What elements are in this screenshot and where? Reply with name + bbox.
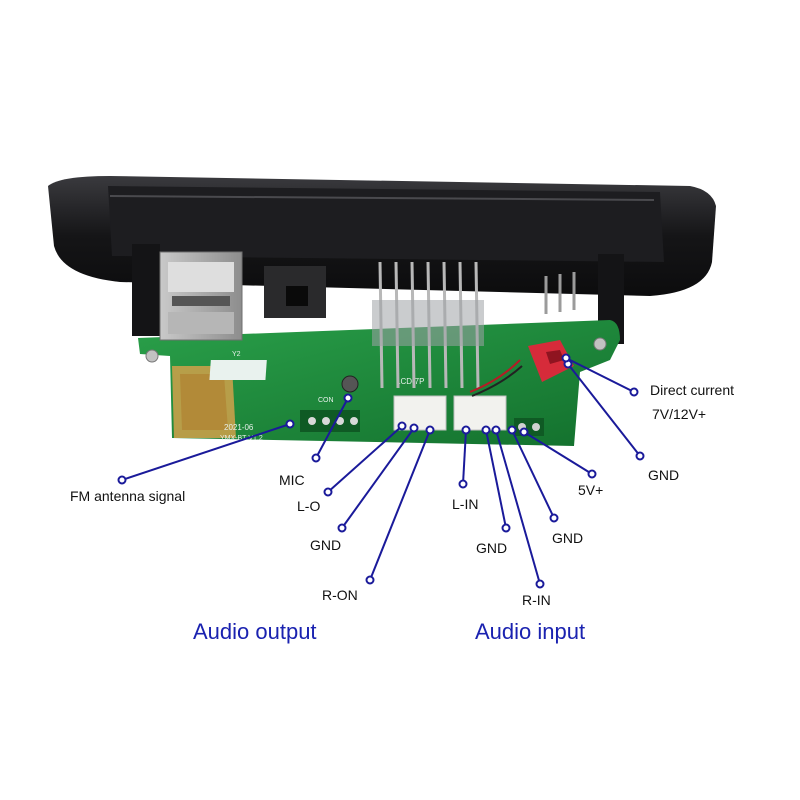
leader-dc [565,357,635,393]
leader-rin [495,429,541,585]
label-gnd-input: GND [476,540,508,556]
label-voltage: 7V/12V+ [652,406,707,422]
label-mic: MIC [279,472,305,488]
dc-power-plug [469,340,574,397]
leader-endpoints [117,353,645,589]
label-direct-current: Direct current [650,382,735,398]
leader-lin [462,429,467,485]
label-gnd-dc: GND [648,467,680,483]
label-l-o: L-O [297,498,321,514]
mic-capsule [341,375,359,393]
label-r-in: R-IN [522,592,551,608]
usb-port [159,251,243,341]
label-gnd-pin: GND [552,530,584,546]
leader-gnd-pin [511,429,555,519]
con-header [300,410,360,432]
audio-input-connector [453,395,507,431]
pcb-model-text: YMX-BT-V1.2 [220,435,263,442]
display-bracket [372,300,484,346]
pcb-date-text: 2021-06 [224,423,254,432]
leader-gnd-in [485,429,507,529]
heading-audio-output: Audio output [193,619,317,644]
leader-lo [327,425,403,493]
leader-ron [369,429,431,581]
leader-mic [315,397,349,459]
label-r-on: R-ON [322,587,358,603]
leader-5v [523,431,593,475]
tf-card-slot [264,266,326,318]
pcb-con-text: CON [318,397,334,404]
power-pins [514,418,544,436]
heading-audio-input: Audio input [475,619,586,644]
label-gnd-output: GND [310,537,342,553]
leader-fm [121,423,291,481]
label-l-in: L-IN [452,496,479,512]
pcb-y2-text: Y2 [232,351,241,358]
label-5v: 5V+ [578,482,604,498]
leader-gnd-out [341,427,415,529]
right-pin-header [544,272,576,314]
leader-gnd-dc [567,363,641,457]
label-fm-antenna: FM antenna signal [70,488,186,504]
leader-lines [121,357,641,585]
pcb-connector-text: LCD-7P [396,377,424,386]
